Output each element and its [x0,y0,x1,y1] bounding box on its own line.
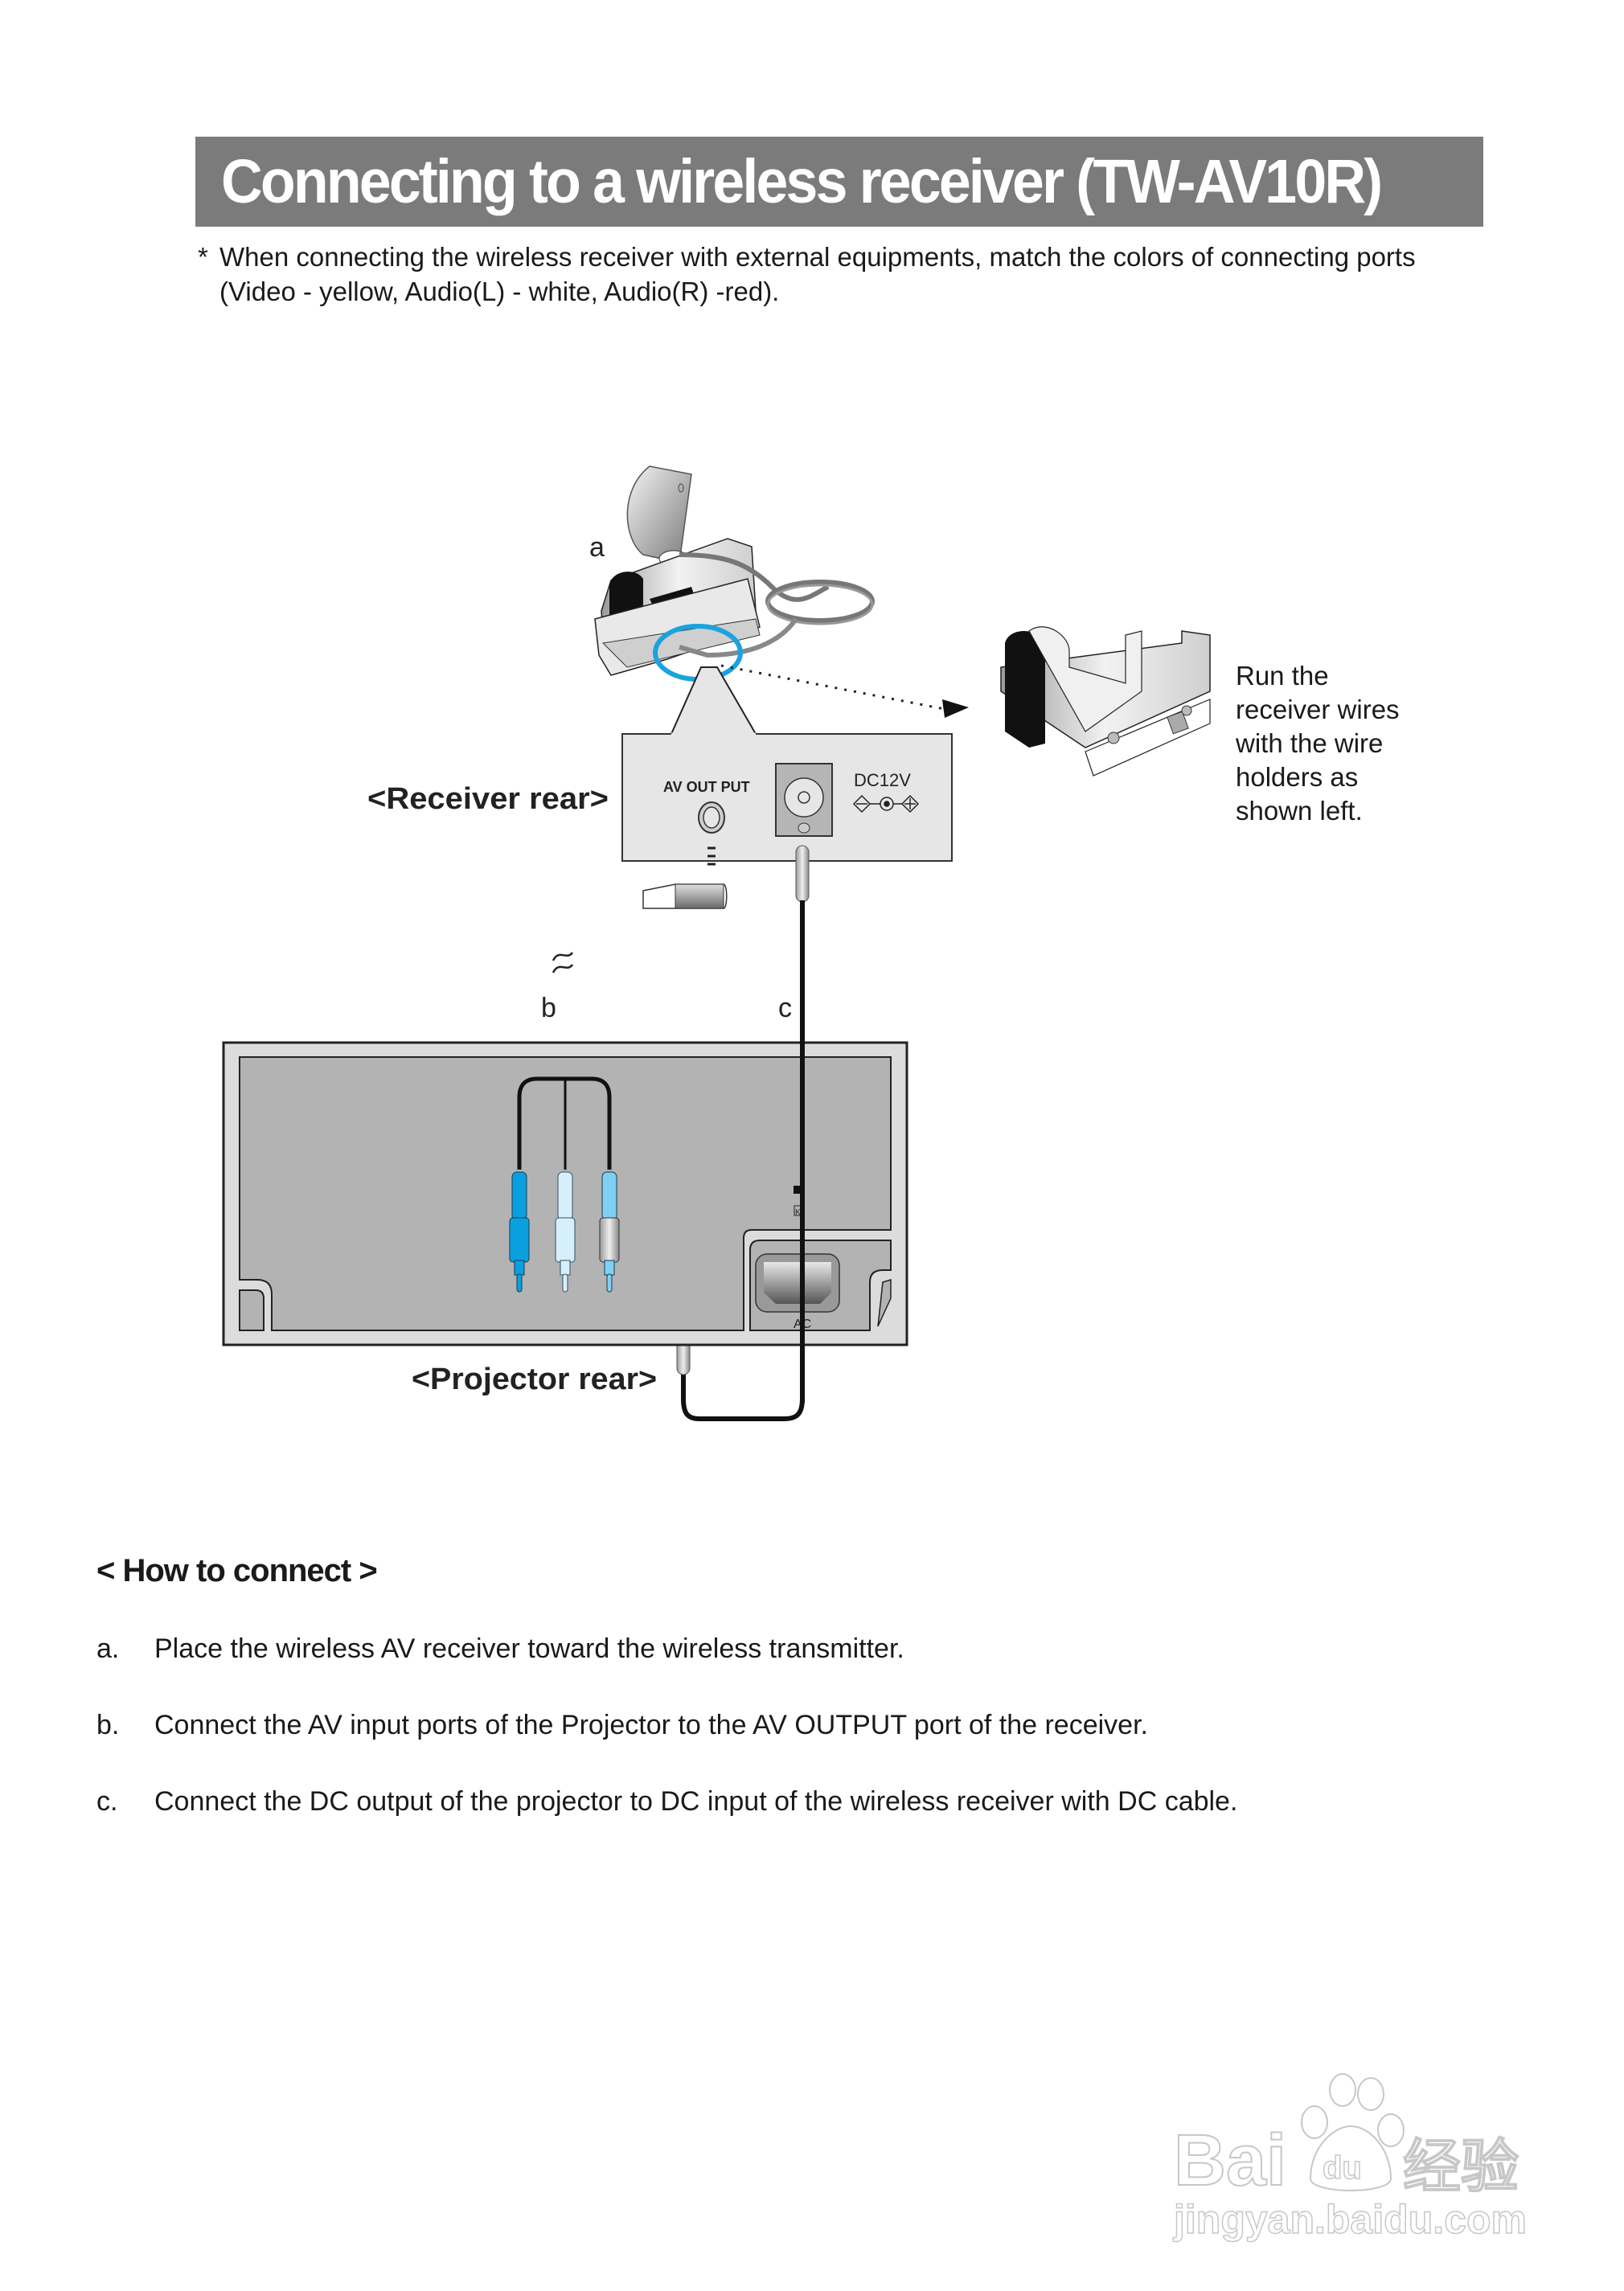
receiver-side-detail [1000,626,1211,777]
lock-label: K [795,1208,801,1217]
note-marker: * [198,242,208,272]
step-item: a. Place the wireless AV receiver toward … [96,1633,904,1665]
side-note-line: holders as [1236,762,1359,792]
step-text: Connect the AV input ports of the Projec… [154,1710,1148,1740]
dc-polarity-icon [852,794,920,814]
side-note-line: shown left. [1236,796,1363,826]
label-b: b [541,993,556,1023]
receiver-rear-label: <Receiver rear> [367,782,609,816]
receiver-rear-panel: AV OUT PUT DC12V [621,732,953,909]
arrow-head [942,699,969,718]
step-letter: c. [96,1786,118,1817]
page-title: Connecting to a wireless receiver (TW-AV… [221,147,1383,216]
step-text: Place the wireless AV receiver toward th… [154,1633,904,1664]
watermark-chinese: 经验 [1403,2135,1519,2199]
how-to-heading: < How to connect > [96,1553,378,1588]
baidu-watermark: Bai du 经验 jingyan.baidu.com [1172,2073,1528,2243]
note-line: (Video - yellow, Audio(L) - white, Audio… [219,277,780,306]
lock-slot [794,1186,802,1194]
video-plug [509,1171,530,1293]
dotted-arrow-line [720,664,958,713]
antenna-dot [678,483,684,493]
receiver-illustration [594,465,969,718]
wire-holder-note: Run the receiver wires with the wire hol… [1236,659,1400,828]
av-output-label: AV OUT PUT [663,779,750,795]
note-line: When connecting the wireless receiver wi… [219,242,1416,272]
color-note: * When connecting the wireless receiver … [198,240,1416,309]
paw-toe-icon [1377,2113,1405,2147]
title-banner: Connecting to a wireless receiver (TW-AV… [195,137,1483,227]
watermark-brand: Bai [1174,2121,1286,2201]
paw-toe-icon [1357,2077,1384,2111]
antenna-dish [626,465,692,564]
paw-toe-icon [1301,2105,1328,2139]
audio-l-plug [555,1171,576,1293]
label-c: c [778,993,792,1023]
step-item: b. Connect the AV input ports of the Proj… [96,1710,1148,1741]
projector-rear-label: <Projector rear> [412,1363,657,1396]
side-note-line: with the wire [1236,728,1384,758]
cut-symbol-icon [552,952,574,973]
rca-cable [509,1076,620,1293]
audio-r-plug [599,1171,620,1293]
step-letter: b. [96,1710,120,1740]
side-note-line: Run the [1236,661,1329,691]
watermark-url: jingyan.baidu.com [1173,2197,1527,2242]
watermark-paw-text: du [1323,2150,1362,2186]
step-letter: a. [96,1633,120,1664]
paw-toe-icon [1329,2073,1356,2107]
paw-pad-icon [1309,2125,1392,2191]
step-text: Connect the DC output of the projector t… [154,1786,1238,1817]
label-a: a [589,532,605,563]
side-note-line: receiver wires [1236,695,1400,724]
step-item: c. Connect the DC output of the projector… [96,1786,1237,1818]
connection-diagram: a AV OUT PUT DC12V [222,465,1211,1421]
dc-label: DC12V [854,770,911,790]
